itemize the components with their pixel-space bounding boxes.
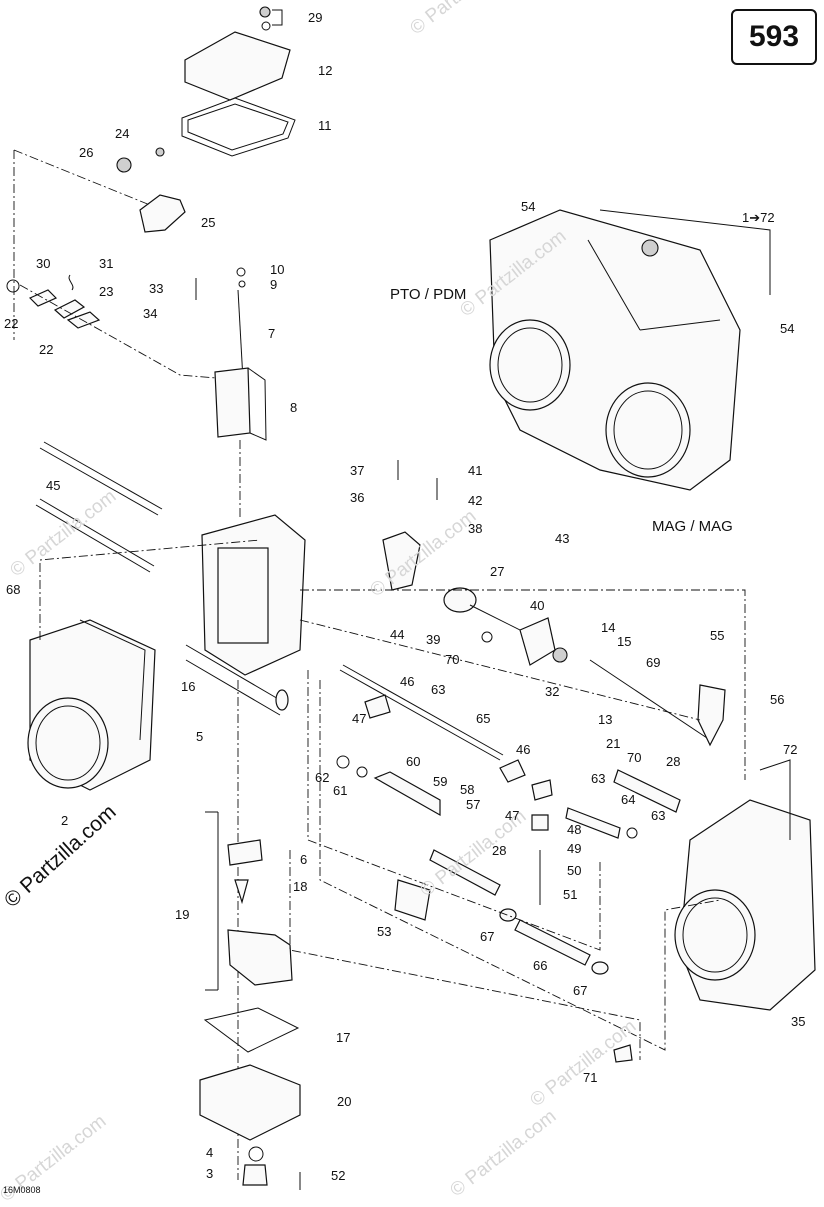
long-screws	[35, 441, 163, 573]
callout-68: 68	[6, 582, 21, 597]
label-pto-side: PTO / PDM	[390, 286, 467, 303]
callout-64: 64	[621, 792, 636, 807]
callout-70: 70	[627, 750, 642, 765]
dash-frames	[289, 589, 746, 1060]
callout-51: 51	[563, 887, 578, 902]
callout-60: 60	[406, 754, 421, 769]
carb-cover-parts	[181, 6, 296, 157]
callout-54: 54	[780, 321, 795, 336]
callout-63: 63	[651, 808, 666, 823]
callout-19: 19	[175, 907, 190, 922]
callout-62: 62	[315, 770, 330, 785]
callout-18: 18	[293, 879, 308, 894]
callout-9: 9	[270, 277, 278, 292]
label-mag-side: MAG / MAG	[652, 518, 733, 535]
callout-53: 53	[377, 924, 392, 939]
callout-33: 33	[149, 281, 164, 296]
callout-10: 10	[270, 262, 285, 277]
callout-16: 16	[181, 679, 196, 694]
callout-12: 12	[318, 63, 333, 78]
callout-22: 22	[39, 342, 54, 357]
callout-29: 29	[308, 10, 323, 25]
callout-35: 35	[791, 1014, 806, 1029]
callout-39: 39	[426, 632, 441, 647]
drawing-code: 16M0808	[3, 1185, 41, 1195]
callout-17: 17	[336, 1030, 351, 1045]
callout-67: 67	[480, 929, 495, 944]
callout-50: 50	[567, 863, 582, 878]
choke-and-idle-parts	[336, 664, 681, 1063]
callout-49: 49	[567, 841, 582, 856]
page-number-badge: 593	[731, 9, 817, 65]
callout-13: 13	[598, 712, 613, 727]
callout-4: 4	[206, 1145, 214, 1160]
callout-55: 55	[710, 628, 725, 643]
callout-26: 26	[79, 145, 94, 160]
callout-67: 67	[573, 983, 588, 998]
callout-45: 45	[46, 478, 61, 493]
callout-27: 27	[490, 564, 505, 579]
callout-44: 44	[390, 627, 405, 642]
callout-25: 25	[201, 215, 216, 230]
callout-3: 3	[206, 1166, 214, 1181]
callout-63: 63	[431, 682, 446, 697]
callout-8: 8	[290, 400, 298, 415]
callout-assembly-range: 1➔72	[742, 210, 775, 225]
float-bowl-parts	[199, 680, 301, 1190]
assembly-pto-mag	[489, 209, 771, 491]
callout-42: 42	[468, 493, 483, 508]
callout-23: 23	[99, 284, 114, 299]
intake-housing-left	[27, 539, 261, 791]
callout-71: 71	[583, 1070, 598, 1085]
callout-5: 5	[196, 729, 204, 744]
callout-20: 20	[337, 1094, 352, 1109]
throttle-shaft-parts	[382, 460, 726, 747]
callout-21: 21	[606, 736, 621, 751]
callout-57: 57	[466, 797, 481, 812]
callout-65: 65	[476, 711, 491, 726]
callout-63: 63	[591, 771, 606, 786]
callout-66: 66	[533, 958, 548, 973]
carb-body	[185, 514, 306, 716]
callout-46: 46	[400, 674, 415, 689]
callout-24: 24	[115, 126, 130, 141]
callout-46: 46	[516, 742, 531, 757]
callout-52: 52	[331, 1168, 346, 1183]
callout-38: 38	[468, 521, 483, 536]
callout-41: 41	[468, 463, 483, 478]
callout-59: 59	[433, 774, 448, 789]
callout-31: 31	[99, 256, 114, 271]
callout-7: 7	[268, 326, 276, 341]
callout-48: 48	[567, 822, 582, 837]
callout-43: 43	[555, 531, 570, 546]
callout-56: 56	[770, 692, 785, 707]
callout-22: 22	[4, 316, 19, 331]
throttle-lever-parts	[13, 147, 186, 340]
callout-14: 14	[601, 620, 616, 635]
callout-6: 6	[300, 852, 308, 867]
callout-58: 58	[460, 782, 475, 797]
callout-32: 32	[545, 684, 560, 699]
callout-47: 47	[352, 711, 367, 726]
callout-11: 11	[318, 118, 332, 133]
callout-30: 30	[36, 256, 51, 271]
callout-72: 72	[783, 742, 798, 757]
callout-54: 54	[521, 199, 536, 214]
callout-36: 36	[350, 490, 365, 505]
callout-37: 37	[350, 463, 365, 478]
callout-70: 70	[445, 652, 460, 667]
linkage-small-parts	[6, 274, 241, 381]
callout-28: 28	[492, 843, 507, 858]
callout-61: 61	[333, 783, 348, 798]
callout-40: 40	[530, 598, 545, 613]
callout-15: 15	[617, 634, 632, 649]
needle-slide-parts	[195, 267, 267, 520]
callout-34: 34	[143, 306, 158, 321]
carb-assembly-right	[674, 759, 816, 1011]
callout-47: 47	[505, 808, 520, 823]
callout-28: 28	[666, 754, 681, 769]
callout-69: 69	[646, 655, 661, 670]
callout-2: 2	[61, 813, 69, 828]
